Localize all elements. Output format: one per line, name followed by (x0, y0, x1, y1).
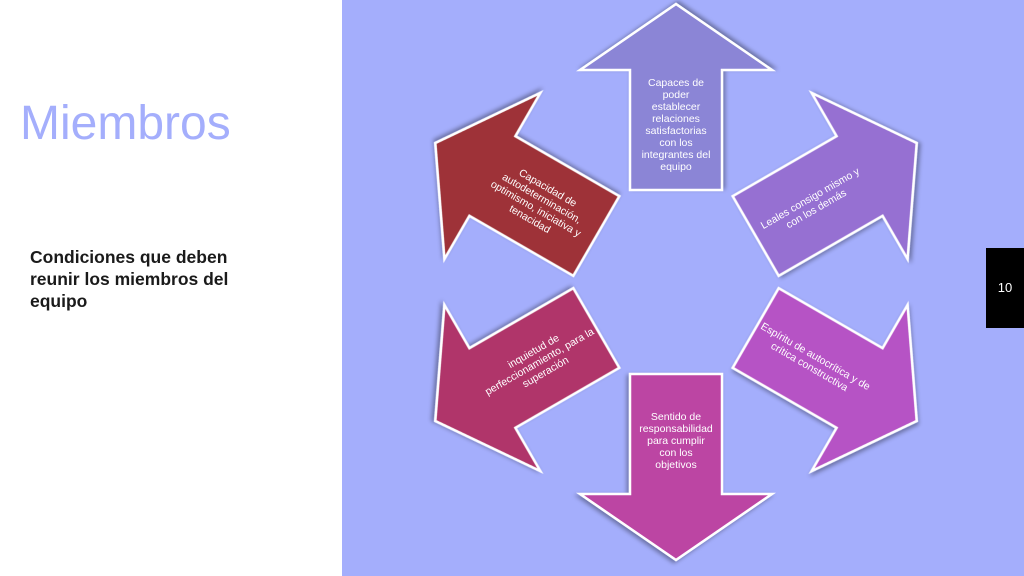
arrow-shape-lower-right (730, 286, 919, 474)
arrow-shape-top (575, 2, 777, 192)
arrow-top-text-line: con los (659, 137, 692, 149)
slide-subtitle: Condiciones que deben reunir los miembro… (30, 247, 229, 311)
arrow-top-text-line: integrantes del (642, 149, 711, 161)
arrow-bottom-text-line: Sentido de (651, 411, 701, 423)
arrow-top: Capaces depoderestablecerrelacionessatis… (575, 2, 777, 192)
arrow-upper-left: Capacidad deautodeterminación,optimismo,… (433, 90, 622, 278)
arrow-top-text-line: satisfactorias (645, 125, 706, 137)
hexagon-arrow-diagram: Capaces depoderestablecerrelacionessatis… (433, 2, 919, 562)
arrow-top-text-line: equipo (660, 161, 692, 173)
arrow-top-text-line: Capaces de (648, 77, 704, 89)
left-panel: Miembros Condiciones que deben reunir lo… (0, 0, 342, 576)
arrow-top-text-line: establecer (652, 101, 701, 113)
arrow-shape-upper-right (730, 90, 919, 278)
arrow-bottom-text-line: objetivos (655, 459, 696, 471)
slide-title: Miembros (20, 97, 231, 150)
slide-number-box: 10 (986, 248, 1024, 328)
slide-number: 10 (997, 280, 1013, 295)
arrow-bottom-text-line: para cumplir (647, 435, 705, 447)
arrow-shape-bottom (575, 372, 777, 562)
arrow-bottom-text-line: con los (659, 447, 692, 459)
arrow-bottom-text-line: responsabilidad (639, 423, 713, 435)
arrow-top-text-line: poder (663, 89, 690, 101)
arrow-shape-upper-left (433, 90, 622, 278)
arrow-top-text-line: relaciones (652, 113, 700, 125)
arrow-shape-lower-left (433, 286, 622, 474)
